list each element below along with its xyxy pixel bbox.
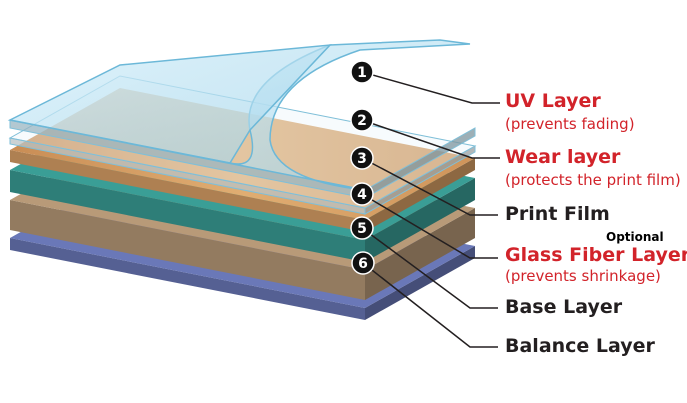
number-label: 4 — [357, 187, 367, 203]
leader-line — [361, 193, 498, 259]
wear-layer-subtitle: (protects the print film) — [505, 171, 681, 189]
callout-marker-3: 3 — [350, 146, 498, 216]
number-badge — [350, 146, 374, 170]
leader-line — [362, 262, 498, 348]
print-film-label: Print Film — [505, 203, 610, 225]
number-label: 1 — [357, 65, 367, 81]
number-label: 6 — [358, 256, 368, 272]
glass-fiber-layer-label: Glass Fiber Layer — [505, 244, 687, 266]
number-label: 3 — [357, 151, 367, 167]
number-badge — [350, 108, 374, 132]
number-label: 2 — [357, 113, 367, 129]
uv-layer — [7, 39, 476, 199]
leader-line — [361, 71, 500, 104]
number-badge — [350, 216, 374, 240]
number-label: 5 — [357, 221, 367, 237]
callout-marker-4: 4 — [350, 182, 498, 259]
optional-note: Optional — [606, 230, 664, 244]
number-badge — [350, 60, 374, 84]
uv-layer-subtitle: (prevents fading) — [505, 115, 635, 133]
callout-marker-1: 1 — [350, 60, 500, 104]
callout-marker-2: 2 — [350, 108, 500, 159]
callout-marker-5: 5 — [350, 216, 498, 309]
wear-layer-label: Wear layer — [505, 146, 621, 168]
number-badge — [351, 251, 375, 275]
base-layer-label: Base Layer — [505, 296, 623, 318]
leader-line — [361, 157, 498, 216]
callout-marker-6: 6 — [351, 251, 498, 348]
number-badge — [350, 182, 374, 206]
leader-line — [361, 119, 500, 159]
balance-layer-label: Balance Layer — [505, 335, 655, 357]
uv-layer-label: UV Layer — [505, 90, 601, 112]
glass-fiber-layer-subtitle: (prevents shrinkage) — [505, 267, 661, 285]
leader-line — [361, 227, 498, 309]
